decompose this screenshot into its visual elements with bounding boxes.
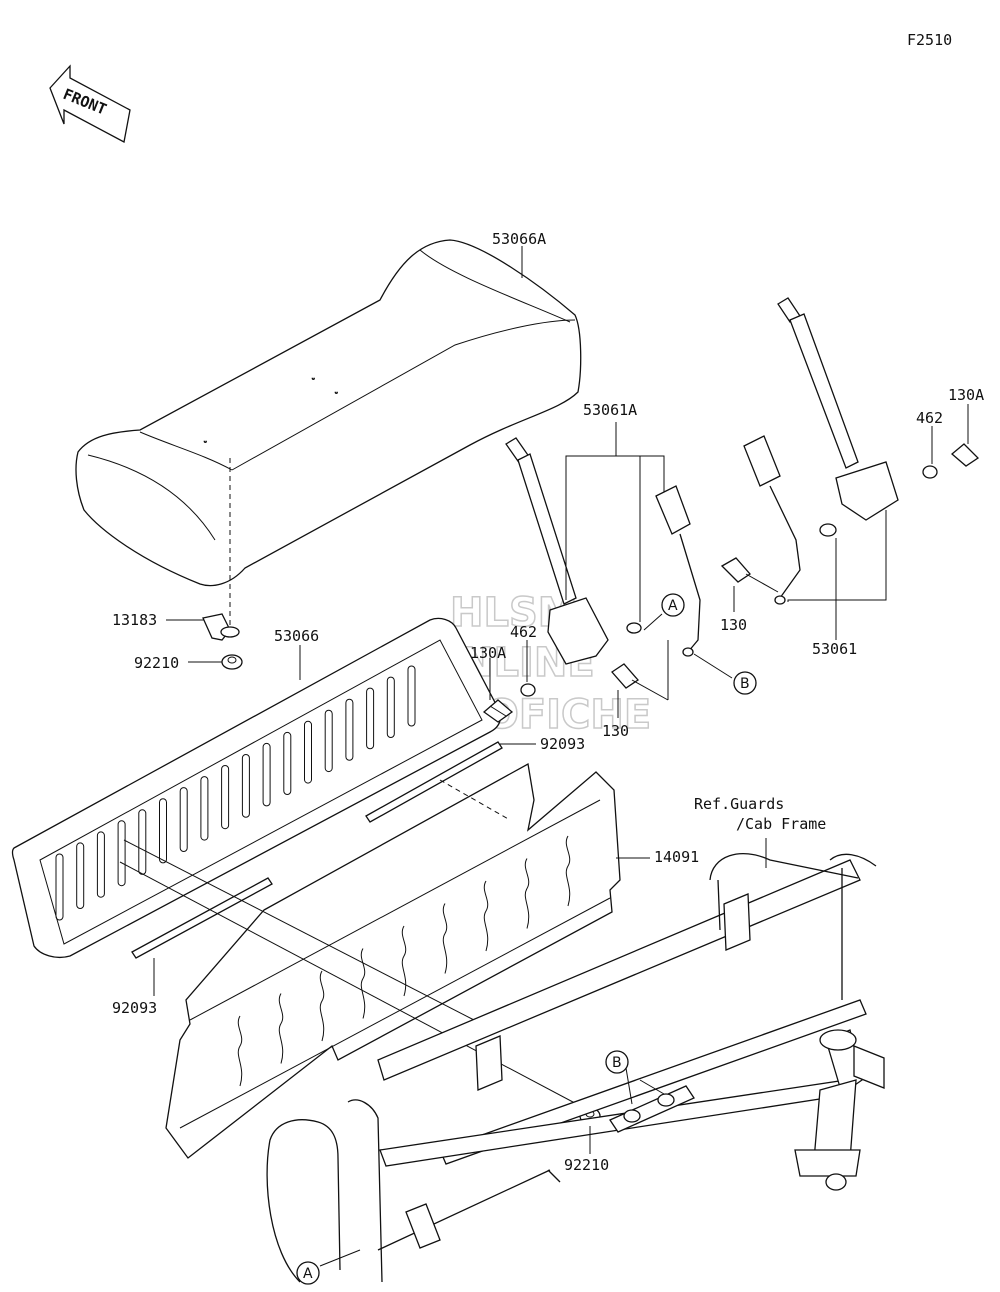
- callout-a-upper: A: [661, 593, 685, 617]
- vent-slot: [159, 798, 167, 864]
- washer-left-top: [626, 622, 642, 634]
- vent-slot: [200, 776, 209, 841]
- leader-a-upper: [643, 613, 663, 631]
- svg-text:ᵕ: ᵕ: [335, 388, 338, 398]
- label-130A-right: 130A: [948, 386, 984, 404]
- bolt-130A-left: [482, 699, 514, 723]
- label-53066A: 53066A: [492, 230, 546, 248]
- vent-slot: [55, 853, 64, 921]
- svg-text:ᵕ: ᵕ: [204, 437, 207, 447]
- figure-code: F2510: [907, 31, 952, 49]
- label-130A-left: 130A: [470, 644, 506, 662]
- panel-14091: [165, 762, 621, 1159]
- vent-slot: [96, 831, 105, 898]
- vent-slot: [117, 820, 126, 887]
- mount-line-2: [119, 861, 589, 1111]
- svg-text:A: A: [668, 598, 678, 614]
- label-13183: 13183: [112, 611, 157, 629]
- label-462-right: 462: [916, 409, 943, 427]
- strip-92093-upper: [365, 741, 503, 823]
- vent-slot: [304, 720, 312, 784]
- seat-belt-left: [505, 437, 701, 665]
- svg-text:B: B: [612, 1055, 622, 1071]
- leader-a-lower: [319, 1249, 361, 1267]
- label-ref-guards: Ref.Guards: [694, 795, 784, 813]
- label-53061A: 53061A: [583, 401, 637, 419]
- panel-rib: [319, 970, 325, 1042]
- strip-mount-line: [439, 779, 511, 821]
- bolt-130-right: [720, 557, 779, 593]
- vent-slot: [324, 709, 333, 773]
- bracket-13183: [202, 613, 240, 641]
- washer-462-right: [922, 465, 938, 479]
- label-130-left: 130: [602, 722, 629, 740]
- vent-slot: [241, 754, 250, 818]
- panel-rib: [483, 880, 489, 952]
- vent-slot: [138, 809, 147, 875]
- callout-a-lower: A: [296, 1261, 320, 1285]
- seat-back-vent-slots: [55, 665, 416, 921]
- label-462-left: 462: [510, 623, 537, 641]
- svg-text:ᵕ: ᵕ: [312, 374, 315, 384]
- label-92210-upper: 92210: [134, 654, 179, 672]
- washer-right-lower: [819, 523, 837, 537]
- vent-slot: [179, 787, 188, 852]
- svg-text:A: A: [303, 1266, 313, 1282]
- label-14091: 14091: [654, 848, 699, 866]
- vent-slot: [345, 698, 354, 761]
- vent-slot: [386, 676, 395, 738]
- vent-slot: [407, 665, 416, 727]
- vent-slot: [221, 765, 230, 830]
- seat-belt-right: [743, 297, 899, 605]
- bolt-130A-right: [950, 443, 980, 467]
- leader-b-upper: [693, 653, 733, 679]
- panel-rib: [565, 835, 571, 907]
- panel-rib: [360, 948, 366, 1019]
- label-53061: 53061: [812, 640, 857, 658]
- label-130-right: 130: [720, 616, 747, 634]
- svg-text:B: B: [740, 676, 750, 692]
- vent-slot: [366, 687, 375, 750]
- cab-frame: [266, 852, 885, 1283]
- label-92093-lower: 92093: [112, 999, 157, 1017]
- panel-rib: [524, 858, 530, 929]
- front-arrow-icon: FRONT: [49, 64, 131, 143]
- label-92093-upper: 92093: [540, 735, 585, 753]
- 53061A-bracket: [565, 455, 665, 600]
- callout-b-lower: B: [605, 1050, 629, 1074]
- callout-b-upper: B: [733, 671, 757, 695]
- panel-rib: [442, 903, 448, 974]
- vent-slot: [262, 742, 271, 807]
- 53061-bracket: [787, 510, 887, 602]
- washer-462-left: [520, 683, 536, 697]
- vent-slot: [76, 842, 85, 910]
- seat-cushion: ᵕ ᵕ ᵕ: [75, 239, 582, 587]
- bolt-130-left: [611, 663, 669, 701]
- panel-rib: [237, 1015, 243, 1087]
- panel-rib: [278, 993, 284, 1064]
- nut-92210-upper: [221, 654, 243, 670]
- panel-ribs: [237, 835, 571, 1087]
- panel-rib: [401, 925, 407, 997]
- label-53066: 53066: [274, 627, 319, 645]
- leader-b-lower: [625, 1067, 633, 1105]
- label-92210-lower: 92210: [564, 1156, 609, 1174]
- leader-b-lower-2: [639, 1079, 665, 1095]
- label-cab-frame: /Cab Frame: [736, 815, 826, 833]
- vent-slot: [283, 731, 292, 796]
- mount-line-1: [123, 839, 475, 1021]
